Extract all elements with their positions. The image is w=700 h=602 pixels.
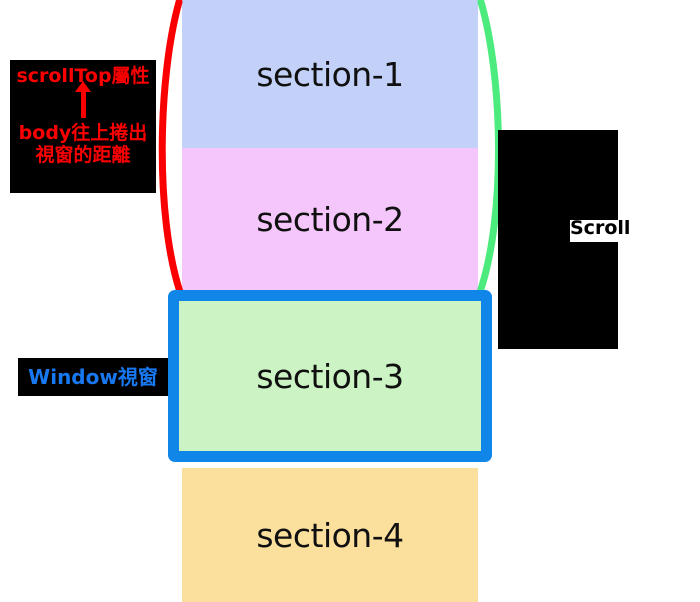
scrollheight-label: Scroll xyxy=(570,220,631,239)
scrollheight-bracket-curve xyxy=(476,0,502,296)
arrow-up-icon xyxy=(10,81,156,121)
window-label: Window視窗 xyxy=(28,365,158,389)
section-block-1: section-1 xyxy=(182,0,478,148)
scrolltop-bracket-curve xyxy=(158,0,184,296)
scrollheight-text-clip: Scroll xyxy=(570,220,700,242)
section-label-1: section-1 xyxy=(256,54,404,94)
scrolltop-detail-line-1: body往上捲出 xyxy=(18,122,148,145)
scrolltop-title: scrollTop屬性 xyxy=(16,65,150,87)
scrolltop-detail-line-2: 視窗的距離 xyxy=(35,143,131,166)
section-label-4: section-4 xyxy=(256,515,404,555)
window-viewport-frame: section-3 xyxy=(168,290,492,462)
section-block-2: section-2 xyxy=(182,148,478,290)
scrolltop-callout: scrollTop屬性 body往上捲出 視窗的距離 xyxy=(10,60,156,193)
window-callout: Window視窗 xyxy=(18,358,168,396)
section-block-3: section-3 xyxy=(179,301,481,451)
section-block-4: section-4 xyxy=(182,468,478,602)
scrollheight-callout: Scroll xyxy=(498,130,700,349)
section-label-2: section-2 xyxy=(256,199,404,239)
section-label-3: section-3 xyxy=(256,356,404,396)
